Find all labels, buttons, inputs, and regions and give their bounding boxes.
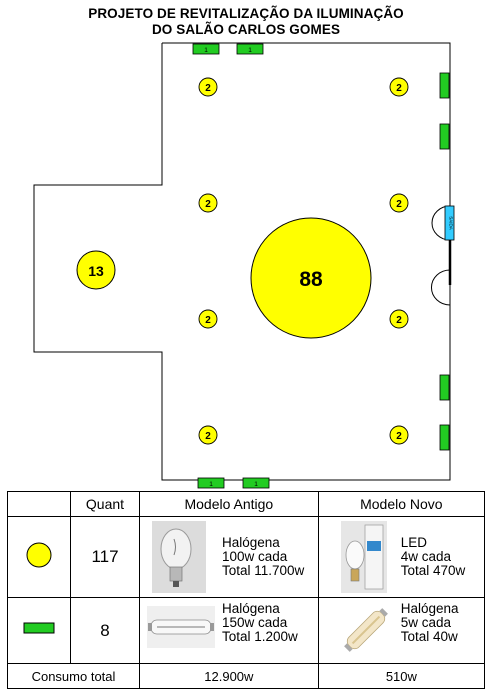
new-model-type: Halógena — [400, 601, 459, 616]
title-line-1: PROJETO DE REVITALIZAÇÃO DA ILUMINAÇÃO — [88, 6, 404, 21]
footer-label: Consumo total — [7, 663, 140, 689]
small-fixture: 2 — [198, 425, 218, 445]
strip-fixture: 1 — [197, 477, 225, 489]
new-model-cell: Halógena 5w cada Total 40w — [317, 597, 486, 664]
new-model-power: 5w cada — [400, 615, 451, 630]
new-model-total: Total 40w — [400, 629, 458, 644]
table-footer-row: Consumo total 12.900w 510w — [7, 663, 486, 689]
halogen-bulb-icon — [152, 521, 206, 593]
table-row: 117 Halógena 100w cada Total 11.700w — [7, 516, 486, 598]
led-bulb-icon — [340, 521, 387, 593]
old-model-power: 100w cada — [222, 549, 288, 564]
small-fixture: 2 — [389, 309, 409, 329]
old-model-cell: Halógena 100w cada Total 11.700w — [139, 516, 319, 598]
small-fixture: 2 — [198, 309, 218, 329]
quantity-cell: 117 — [70, 516, 140, 598]
strip-fixture — [439, 424, 450, 451]
small-fixture-label: 2 — [396, 431, 402, 442]
small-fixture: 2 — [389, 193, 409, 213]
floor-plan-walls — [33, 42, 451, 481]
center-fixture-label: 88 — [299, 268, 323, 291]
strip-label: 1 — [204, 47, 208, 54]
symbol-cell — [7, 597, 71, 664]
table-row: 8 Halógena 150w cada Total 1.200w — [7, 597, 486, 664]
small-fixture-label: 2 — [396, 199, 402, 210]
header-symbol — [7, 491, 71, 517]
left-fixture-label: 13 — [88, 263, 104, 279]
strip-label: 1 — [248, 47, 252, 54]
left-fixture: 13 — [76, 250, 116, 290]
strip-fixture — [439, 374, 450, 401]
small-fixture: 2 — [198, 193, 218, 213]
table-header-row: Quant Modelo Antigo Modelo Novo — [7, 491, 486, 517]
old-model-cell: Halógena 150w cada Total 1.200w — [139, 597, 319, 664]
small-fixture-label: 2 — [205, 315, 211, 326]
exit-sign-label: SAIDA — [449, 216, 454, 230]
symbol-cell — [7, 516, 71, 598]
new-model-total: Total 470w — [400, 563, 466, 578]
footer-old-total: 12.900w — [139, 663, 319, 689]
small-fixture-label: 2 — [396, 315, 402, 326]
strip-fixture — [439, 72, 450, 99]
strip-fixture: 1 — [192, 43, 220, 55]
old-model-type: Halógena — [222, 535, 280, 550]
green-rectangle-icon — [23, 622, 55, 634]
door-swing — [431, 205, 452, 306]
floor-plan: SAIDA 1 1 1 1 2 2 2 2 2 2 — [33, 42, 455, 489]
old-model-total: Total 1.200w — [222, 629, 298, 644]
strip-fixture: 1 — [242, 477, 270, 489]
small-fixture-label: 2 — [205, 83, 211, 94]
old-model-specs: Halógena 150w cada Total 1.200w — [222, 602, 298, 644]
small-fixture: 2 — [198, 77, 218, 97]
header-old-model: Modelo Antigo — [139, 491, 319, 517]
small-fixture: 2 — [389, 425, 409, 445]
small-fixture: 2 — [389, 77, 409, 97]
new-model-cell: LED 4w cada Total 470w — [317, 516, 486, 598]
new-model-specs: LED 4w cada Total 470w — [401, 536, 466, 578]
new-model-specs: Halógena 5w cada Total 40w — [401, 602, 459, 644]
new-model-power: 4w cada — [400, 549, 451, 564]
old-model-power: 150w cada — [222, 615, 288, 630]
small-fixture-label: 2 — [396, 83, 402, 94]
strip-fixture: 1 — [236, 43, 264, 55]
exit-sign: SAIDA — [444, 205, 455, 241]
title-line-2: DO SALÃO CARLOS GOMES — [151, 22, 341, 37]
center-fixture: 88 — [250, 217, 372, 339]
footer-new-total: 510w — [317, 663, 486, 689]
strip-label: 1 — [209, 481, 213, 488]
header-quant: Quant — [70, 491, 140, 517]
small-fixture-label: 2 — [205, 199, 211, 210]
yellow-circle-icon — [26, 542, 52, 567]
summary-table: Quant Modelo Antigo Modelo Novo 117 Haló… — [7, 491, 486, 689]
old-model-type: Halógena — [222, 601, 280, 616]
strip-label: 1 — [254, 481, 258, 488]
new-model-type: LED — [400, 535, 427, 550]
strip-fixture — [439, 123, 450, 150]
quantity-cell: 8 — [70, 597, 140, 664]
header-new-model: Modelo Novo — [317, 491, 486, 517]
old-model-total: Total 11.700w — [222, 563, 305, 578]
old-model-specs: Halógena 100w cada Total 11.700w — [222, 536, 304, 578]
small-fixture-label: 2 — [205, 431, 211, 442]
led-tube-icon — [336, 601, 395, 659]
halogen-tube-icon — [147, 606, 215, 648]
